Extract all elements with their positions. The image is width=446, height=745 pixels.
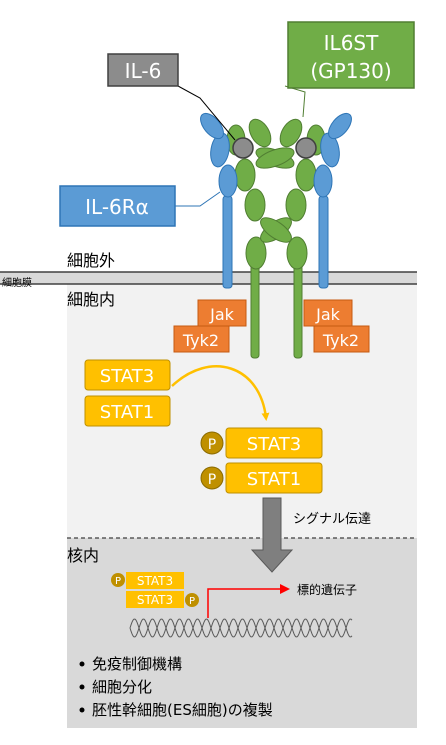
il6st-domain xyxy=(286,236,308,270)
nucleus-label: 核内 xyxy=(67,546,99,565)
function-list: 免疫制御機構 細胞分化 胚性幹細胞(ES細胞)の複製 xyxy=(79,655,273,719)
function-item: 胚性幹細胞(ES細胞)の複製 xyxy=(92,701,273,719)
stat1-p-label: STAT1 xyxy=(247,469,301,490)
il6st-left-stalk xyxy=(250,253,260,359)
il6-label: IL-6 xyxy=(125,59,162,83)
transcription-arrow xyxy=(207,584,290,618)
signal-transduction-arrow xyxy=(250,497,294,573)
nuclear-stat3-label-2: STAT3 xyxy=(137,593,173,607)
jak-label-left: Jak xyxy=(209,305,235,324)
il6ra-label-box xyxy=(59,185,176,227)
phospho-circle xyxy=(111,573,125,587)
signal-transduction-label: シグナル伝達 xyxy=(293,512,371,527)
phospho-label: P xyxy=(208,437,216,453)
tyk2-label-right: Tyk2 xyxy=(322,331,359,350)
il6ra-domain xyxy=(328,112,352,140)
il6st-label-line2: (GP130) xyxy=(310,59,391,83)
il6st-callout-line xyxy=(284,85,306,118)
phospho-circle xyxy=(200,431,224,455)
il6-label-box xyxy=(107,53,179,87)
il6ra-right-stalk xyxy=(318,195,329,289)
il6ra-domain xyxy=(218,164,238,198)
membrane-label: 細胞膜 xyxy=(2,276,32,289)
phospho-circle xyxy=(200,466,224,490)
phospho-label: P xyxy=(115,576,121,587)
nuclear-stat3 xyxy=(126,591,184,608)
il6st-domain xyxy=(279,118,303,148)
function-item: 免疫制御機構 xyxy=(92,655,182,673)
nuclear-stat3-label: STAT3 xyxy=(137,574,173,588)
il6ra-domain xyxy=(320,132,340,168)
phospho-label: P xyxy=(208,472,216,488)
dna-strand-b xyxy=(129,618,353,638)
cell-membrane xyxy=(0,272,417,284)
extracellular-label: 細胞外 xyxy=(67,251,115,270)
il6ra-receptor xyxy=(200,112,352,289)
phospho-circle xyxy=(185,593,199,607)
dna-helix xyxy=(129,618,353,638)
il6st-domain xyxy=(248,118,272,148)
bullet xyxy=(79,661,85,667)
il6ra-callout-line xyxy=(175,191,221,207)
stat1-phosphorylated xyxy=(225,462,323,494)
stat3-unphosphorylated xyxy=(84,359,171,391)
phosphorylation-arrow xyxy=(171,365,270,421)
dna-strand-a xyxy=(129,618,353,638)
il6st-label-line1: IL6ST xyxy=(324,31,379,55)
il6st-domain xyxy=(295,158,317,192)
il6ra-left-stalk xyxy=(222,195,233,289)
il6ra-domain xyxy=(200,112,224,140)
il6ra-label: IL-6Rα xyxy=(85,195,149,219)
il6-ligand xyxy=(295,137,317,159)
il6st-domain xyxy=(285,188,307,222)
il6st-label-box xyxy=(287,21,415,89)
stat1-unphosphorylated xyxy=(84,395,171,427)
intracellular-label: 細胞内 xyxy=(67,290,115,309)
jak-box-left xyxy=(197,299,247,327)
il6st-domain xyxy=(244,188,266,222)
phospho-label: P xyxy=(189,596,195,607)
bullet xyxy=(79,707,85,713)
stat1-label: STAT1 xyxy=(100,402,154,423)
target-gene-label: 標的遺伝子 xyxy=(297,582,357,597)
il6-callout-line xyxy=(177,85,236,141)
il6st-domain xyxy=(260,217,292,243)
jak-box-right xyxy=(303,299,353,327)
il6st-receptor-complex xyxy=(226,118,326,359)
il6st-domain xyxy=(245,236,267,270)
nucleus-region xyxy=(67,538,417,728)
il6st-domain xyxy=(234,158,256,192)
il6ra-domain xyxy=(313,164,333,198)
il6-ligand xyxy=(232,137,254,159)
bullet xyxy=(79,684,85,690)
tyk2-box-left xyxy=(173,325,230,353)
tyk2-box-right xyxy=(313,325,370,353)
stat3-p-label: STAT3 xyxy=(247,434,301,455)
tyk2-label-left: Tyk2 xyxy=(182,331,219,350)
jak-label-right: Jak xyxy=(315,305,341,324)
nuclear-stat3 xyxy=(126,572,184,589)
function-item: 細胞分化 xyxy=(92,678,152,696)
il6st-right-stalk xyxy=(293,253,303,359)
stat3-label: STAT3 xyxy=(100,366,154,387)
il6st-domain xyxy=(255,147,295,169)
stat3-phosphorylated xyxy=(225,427,323,459)
